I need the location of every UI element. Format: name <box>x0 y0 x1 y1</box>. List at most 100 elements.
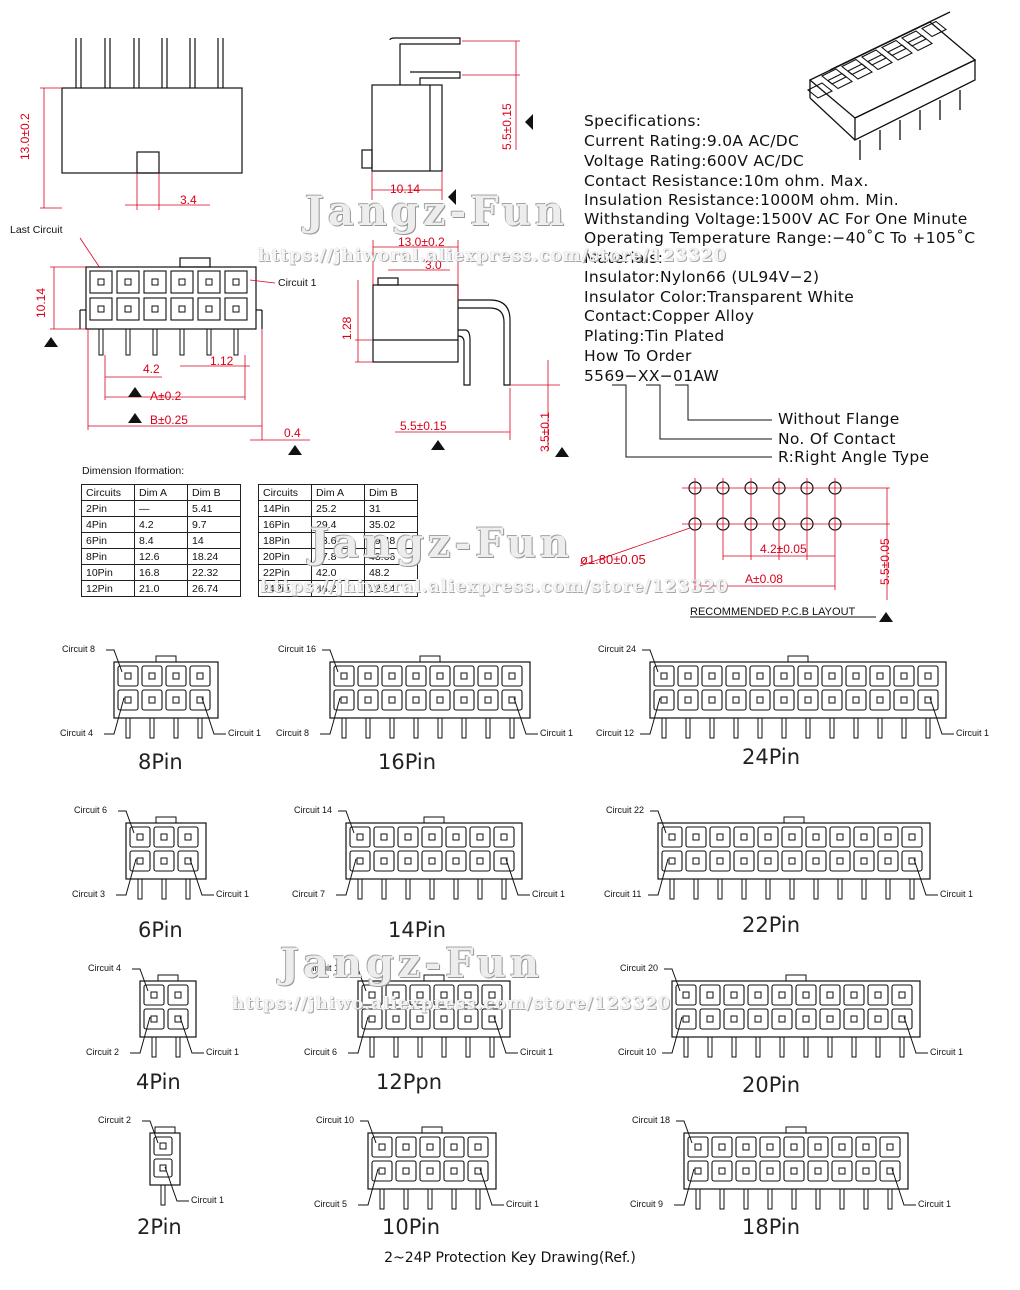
terminal <box>388 672 396 680</box>
terminal <box>160 857 168 865</box>
terminal <box>826 1015 834 1023</box>
terminal <box>159 1164 167 1172</box>
terminal <box>378 1167 386 1175</box>
terminal <box>718 1143 726 1151</box>
leader-line <box>189 858 214 896</box>
table-cell: 21.0 <box>134 580 188 597</box>
cavity <box>333 689 355 711</box>
pin <box>901 717 907 739</box>
pin <box>803 1036 809 1058</box>
pin <box>755 1036 761 1058</box>
pin <box>379 1188 385 1210</box>
cavity <box>493 850 515 872</box>
cavity <box>381 689 403 711</box>
table-cell: 4.2 <box>134 516 188 533</box>
terminal <box>756 696 764 704</box>
pin <box>765 878 771 900</box>
front-view <box>79 257 263 330</box>
cavity <box>749 689 771 711</box>
circuit-1-label: Circuit 1 <box>216 889 250 899</box>
order-angle: R:Right Angle Type <box>778 448 930 466</box>
cavity <box>395 1136 417 1158</box>
housing <box>125 822 207 880</box>
cavity <box>477 665 499 687</box>
pin <box>477 878 483 900</box>
pin <box>887 1188 893 1210</box>
pin <box>152 328 158 356</box>
terminal <box>924 696 932 704</box>
table-cell: 6Pin <box>81 532 135 549</box>
cavity <box>467 1136 489 1158</box>
terminal <box>500 857 508 865</box>
pin <box>669 878 675 900</box>
circuit-bottom-left-label: Circuit 2 <box>86 1047 120 1057</box>
right-angle-view-side <box>372 277 511 386</box>
table-cell: 5.41 <box>187 500 241 517</box>
spec-line: Operating Temperature Range:−40˚C To +10… <box>584 229 976 247</box>
terminal <box>780 672 788 680</box>
connector-3d-cells <box>806 20 948 99</box>
table-cell: 48.2 <box>364 564 418 581</box>
cavity <box>733 826 755 848</box>
cavity <box>807 1160 829 1182</box>
table-cell: 42.0 <box>311 564 365 581</box>
terminal <box>474 1167 482 1175</box>
leader-line <box>348 1016 369 1054</box>
cavity <box>723 984 745 1006</box>
terminal <box>718 1167 726 1175</box>
watermark-brand-bottom: Jangz-Fun <box>280 940 544 987</box>
leader-line <box>650 810 667 834</box>
terminal <box>450 1167 458 1175</box>
cavity <box>170 270 194 294</box>
pin <box>767 1188 773 1210</box>
cavity <box>845 689 867 711</box>
connector-name: 24Pin <box>742 745 801 769</box>
table-cell: 24Pin <box>258 580 312 597</box>
terminal <box>802 1015 810 1023</box>
pin <box>173 717 179 739</box>
terminal <box>802 991 810 999</box>
pin <box>829 717 835 739</box>
column-header: Dim B <box>187 484 241 501</box>
column-header: Circuits <box>258 484 312 501</box>
terminal <box>682 991 690 999</box>
terminal <box>754 1015 762 1023</box>
cavity <box>805 850 827 872</box>
pin <box>851 1036 857 1058</box>
cavity <box>699 984 721 1006</box>
terminal <box>392 1015 400 1023</box>
pin <box>393 1036 399 1058</box>
connector-4Pin <box>130 968 204 1058</box>
pin <box>827 1036 833 1058</box>
cavity <box>893 689 915 711</box>
terminal <box>766 1167 774 1175</box>
front-view-cells <box>89 270 248 356</box>
terminal <box>172 696 180 704</box>
connector-16Pin <box>320 649 538 739</box>
cavity <box>723 1008 745 1030</box>
order-contacts: No. Of Contact <box>778 430 896 448</box>
connector-name: 18Pin <box>742 1215 801 1239</box>
latch <box>785 1126 807 1134</box>
watermark-brand-top: Jangz-Fun <box>305 188 569 235</box>
table-cell: 31 <box>364 500 418 517</box>
cavity <box>725 689 747 711</box>
cavity <box>699 1008 721 1030</box>
pin <box>179 328 185 356</box>
cavity <box>687 1136 709 1158</box>
last-circuit-label: Last Circuit <box>10 224 63 236</box>
cavity <box>153 850 175 872</box>
column-header: Dim A <box>311 484 365 501</box>
cavity <box>853 826 875 848</box>
pin <box>695 1188 701 1210</box>
pin <box>925 717 931 739</box>
dim-10-14-front: 10.14 <box>34 287 48 318</box>
terminal <box>838 1167 846 1175</box>
cavity <box>687 1160 709 1182</box>
circuit-1-label: Circuit 1 <box>191 1195 225 1205</box>
cavity <box>879 1160 901 1182</box>
